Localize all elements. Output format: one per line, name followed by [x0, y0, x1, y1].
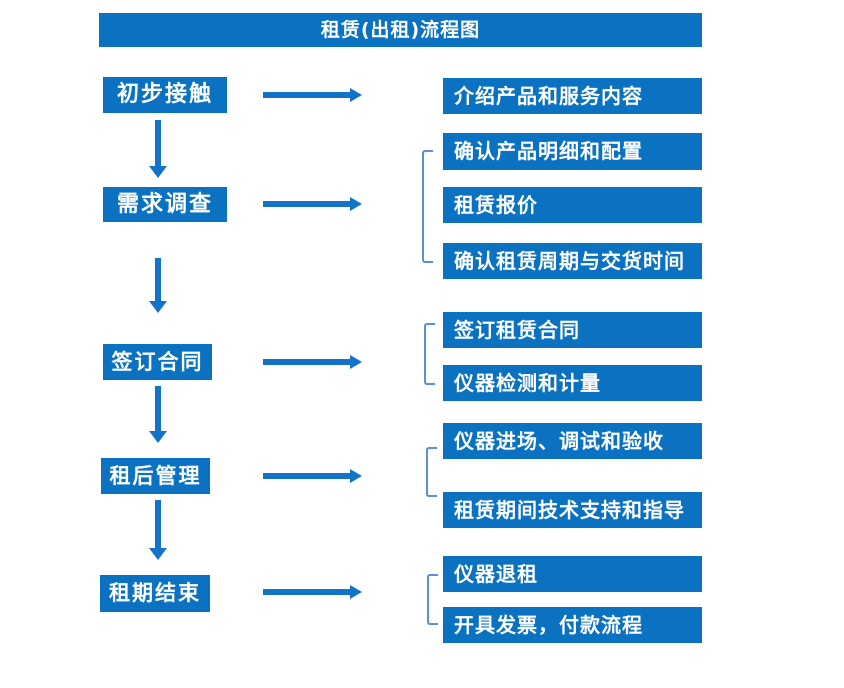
flow-arrow-down-icon	[149, 386, 167, 443]
arrowhead-icon	[350, 88, 362, 102]
flowchart-title: 租赁(出租)流程图	[99, 13, 702, 47]
stage-box-post-rental-management: 租后管理	[101, 458, 210, 494]
arrowhead-icon	[149, 166, 167, 178]
flow-arrow-right-icon	[263, 197, 362, 211]
group-bracket-rental-end	[427, 574, 438, 625]
stage-box-sign-contract: 签订合同	[103, 344, 212, 380]
arrowhead-icon	[350, 469, 362, 483]
output-box-rental-quote: 租赁报价	[443, 187, 702, 223]
arrowhead-icon	[350, 585, 362, 599]
flow-arrow-down-icon	[149, 120, 167, 178]
output-box-instrument-setup-acceptance: 仪器进场、调试和验收	[443, 423, 702, 459]
output-box-confirm-period-delivery: 确认租赁周期与交货时间	[443, 243, 702, 279]
arrowhead-icon	[149, 431, 167, 443]
arrowhead-icon	[350, 355, 362, 369]
output-box-instrument-return: 仪器退租	[443, 556, 702, 592]
output-box-invoice-payment: 开具发票，付款流程	[443, 607, 702, 643]
flow-arrow-right-icon	[263, 469, 362, 483]
stage-box-demand-survey: 需求调查	[103, 187, 227, 222]
group-bracket-sign-contract	[424, 323, 435, 385]
output-box-sign-rental-contract: 签订租赁合同	[443, 312, 702, 348]
group-bracket-post-rental	[426, 447, 437, 497]
arrowhead-icon	[149, 548, 167, 560]
stage-box-initial-contact: 初步接触	[103, 77, 227, 113]
output-box-tech-support: 租赁期间技术支持和指导	[443, 492, 702, 528]
output-box-introduce-products: 介绍产品和服务内容	[443, 78, 702, 114]
flow-arrow-down-icon	[149, 500, 167, 560]
flow-arrow-right-icon	[263, 585, 362, 599]
flow-arrow-right-icon	[263, 88, 362, 102]
output-box-instrument-inspection: 仪器检测和计量	[443, 365, 702, 401]
arrowhead-icon	[350, 197, 362, 211]
output-box-confirm-product-details: 确认产品明细和配置	[443, 133, 702, 170]
arrowhead-icon	[149, 301, 167, 313]
flow-arrow-down-icon	[149, 258, 167, 313]
stage-box-rental-end: 租期结束	[100, 575, 210, 612]
group-bracket-demand-survey	[422, 150, 433, 263]
flow-arrow-right-icon	[263, 355, 362, 369]
